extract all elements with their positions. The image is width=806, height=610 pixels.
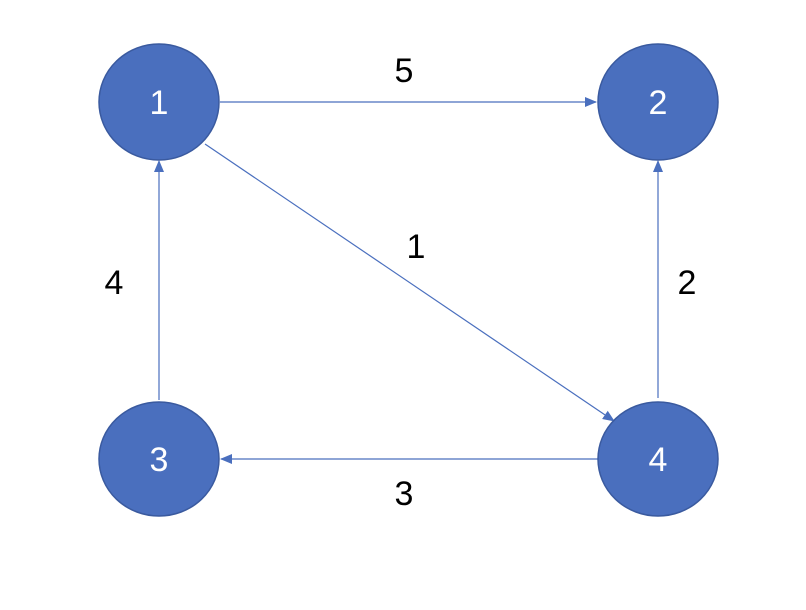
edge-weight-1-4: 1 — [407, 228, 426, 266]
node-4: 4 — [597, 401, 719, 517]
edge-weight-3-1: 4 — [105, 264, 124, 302]
node-2: 2 — [597, 43, 719, 161]
edge-weight-4-3: 3 — [395, 475, 414, 513]
node-1-label: 1 — [150, 84, 169, 122]
node-2-label: 2 — [649, 84, 668, 122]
node-1: 1 — [98, 43, 220, 161]
node-1-circle — [98, 43, 220, 161]
node-3-circle — [98, 401, 220, 517]
edge-weight-1-2: 5 — [395, 52, 414, 90]
edge-weight-4-2: 2 — [678, 264, 697, 302]
nodes: 1 2 3 4 — [98, 43, 719, 517]
node-4-circle — [597, 401, 719, 517]
node-3: 3 — [98, 401, 220, 517]
node-4-label: 4 — [649, 441, 668, 479]
node-2-circle — [597, 43, 719, 161]
edges — [154, 97, 663, 464]
node-3-label: 3 — [150, 441, 169, 479]
edge-labels: 5 1 2 4 3 — [105, 52, 697, 513]
edge-1-to-4 — [204, 143, 615, 422]
